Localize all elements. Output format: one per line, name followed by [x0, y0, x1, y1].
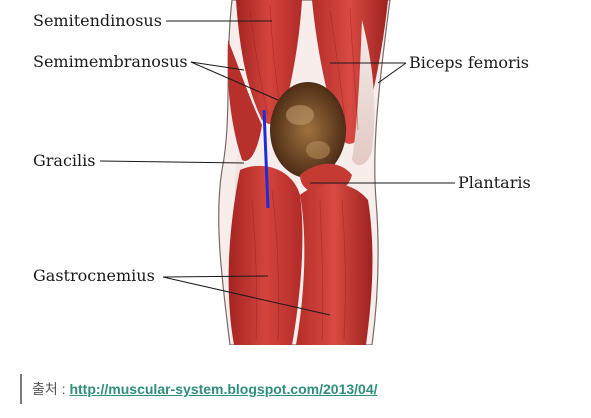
label-semitendinosus: Semitendinosus — [33, 11, 162, 30]
leader-gastrocnemius-2 — [162, 276, 331, 316]
leader-semimembranosus-1 — [190, 61, 245, 71]
gastrocnemius-medial-head — [228, 165, 303, 345]
leader-biceps-2 — [377, 62, 407, 84]
label-gastrocnemius: Gastrocnemius — [33, 266, 155, 285]
caption-prefix: 출처 : — [32, 381, 70, 397]
label-gracilis: Gracilis — [33, 151, 96, 170]
biceps-femoris-tendon — [352, 20, 375, 166]
source-link[interactable]: http://muscular-system.blogspot.com/2013… — [69, 381, 378, 397]
muscle-fibres — [249, 4, 359, 341]
fossa-highlight-2 — [306, 141, 330, 159]
label-biceps-femoris: Biceps femoris — [409, 53, 530, 72]
knee-anatomy-figure: Semitendinosus Semimembranosus Gracilis … — [33, 0, 531, 346]
label-plantaris: Plantaris — [458, 173, 531, 192]
fossa-highlight — [286, 105, 314, 125]
leader-gracilis — [99, 160, 245, 164]
knee-illustration — [99, 0, 455, 346]
leader-gastrocnemius-1 — [162, 275, 269, 278]
semimembranosus-muscle — [227, 40, 262, 161]
blue-marker-line — [262, 109, 270, 209]
source-caption: 출처 : http://muscular-system.blogspot.com… — [20, 374, 378, 404]
label-semimembranosus: Semimembranosus — [33, 52, 188, 71]
popliteal-fossa — [270, 82, 346, 178]
gastrocnemius-lateral-head — [296, 183, 373, 345]
leader-lines — [99, 20, 455, 316]
leader-semimembranosus-2 — [190, 61, 279, 101]
